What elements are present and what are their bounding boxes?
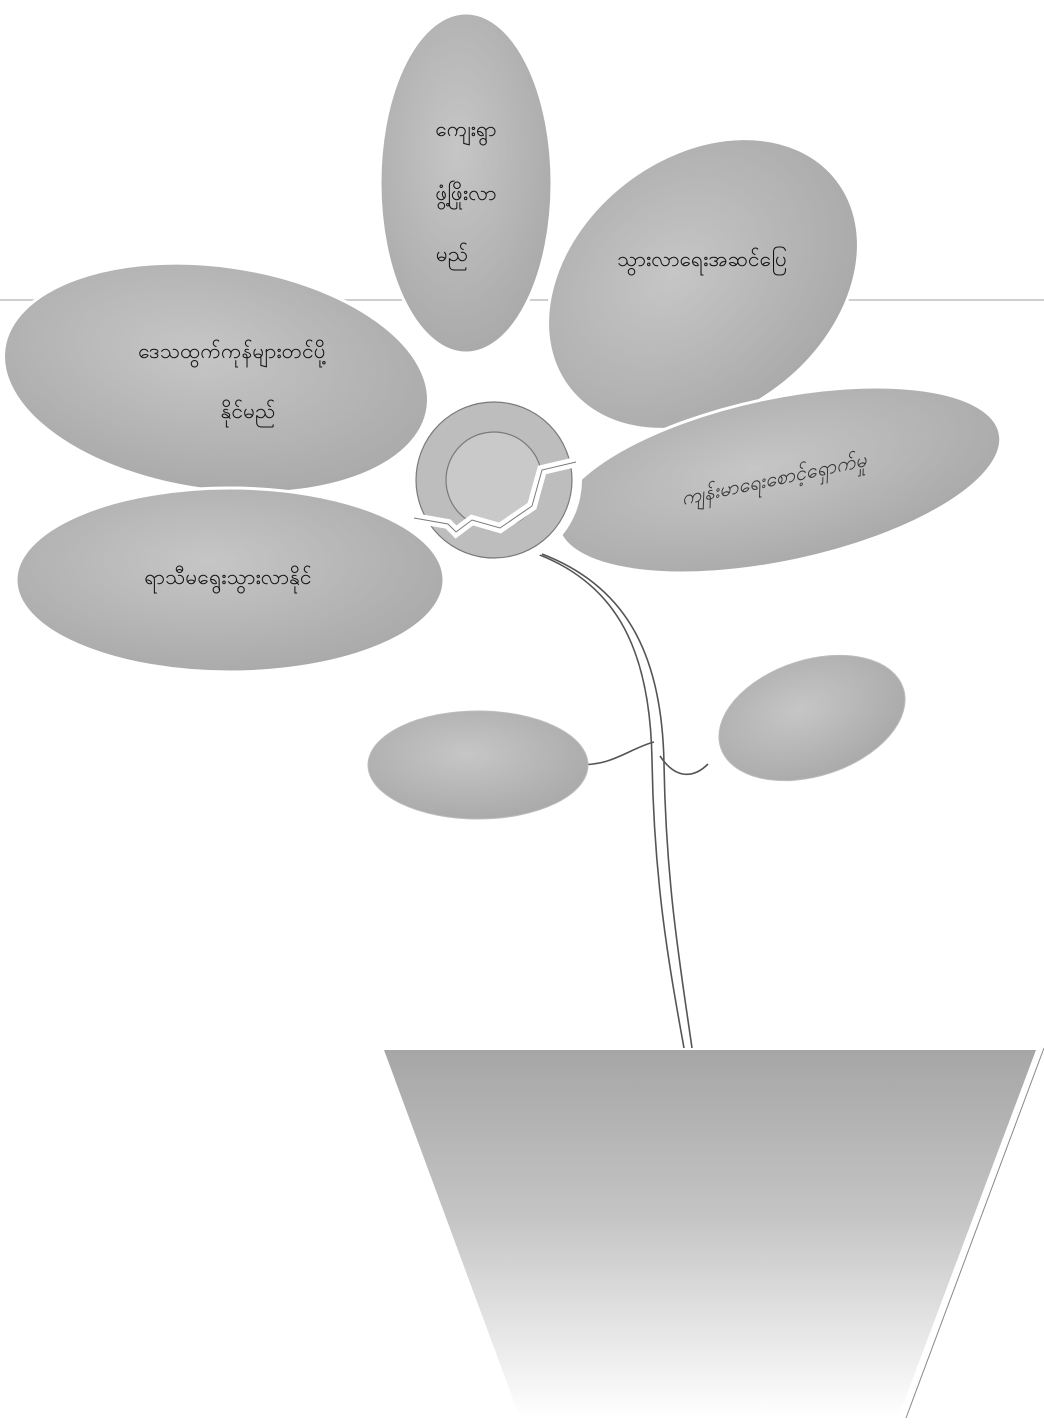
flower-pot bbox=[384, 1048, 1044, 1418]
flower-center bbox=[406, 392, 582, 568]
petal-upper-left bbox=[0, 237, 444, 518]
left-leaf bbox=[368, 711, 588, 819]
right-leaf bbox=[703, 633, 921, 803]
